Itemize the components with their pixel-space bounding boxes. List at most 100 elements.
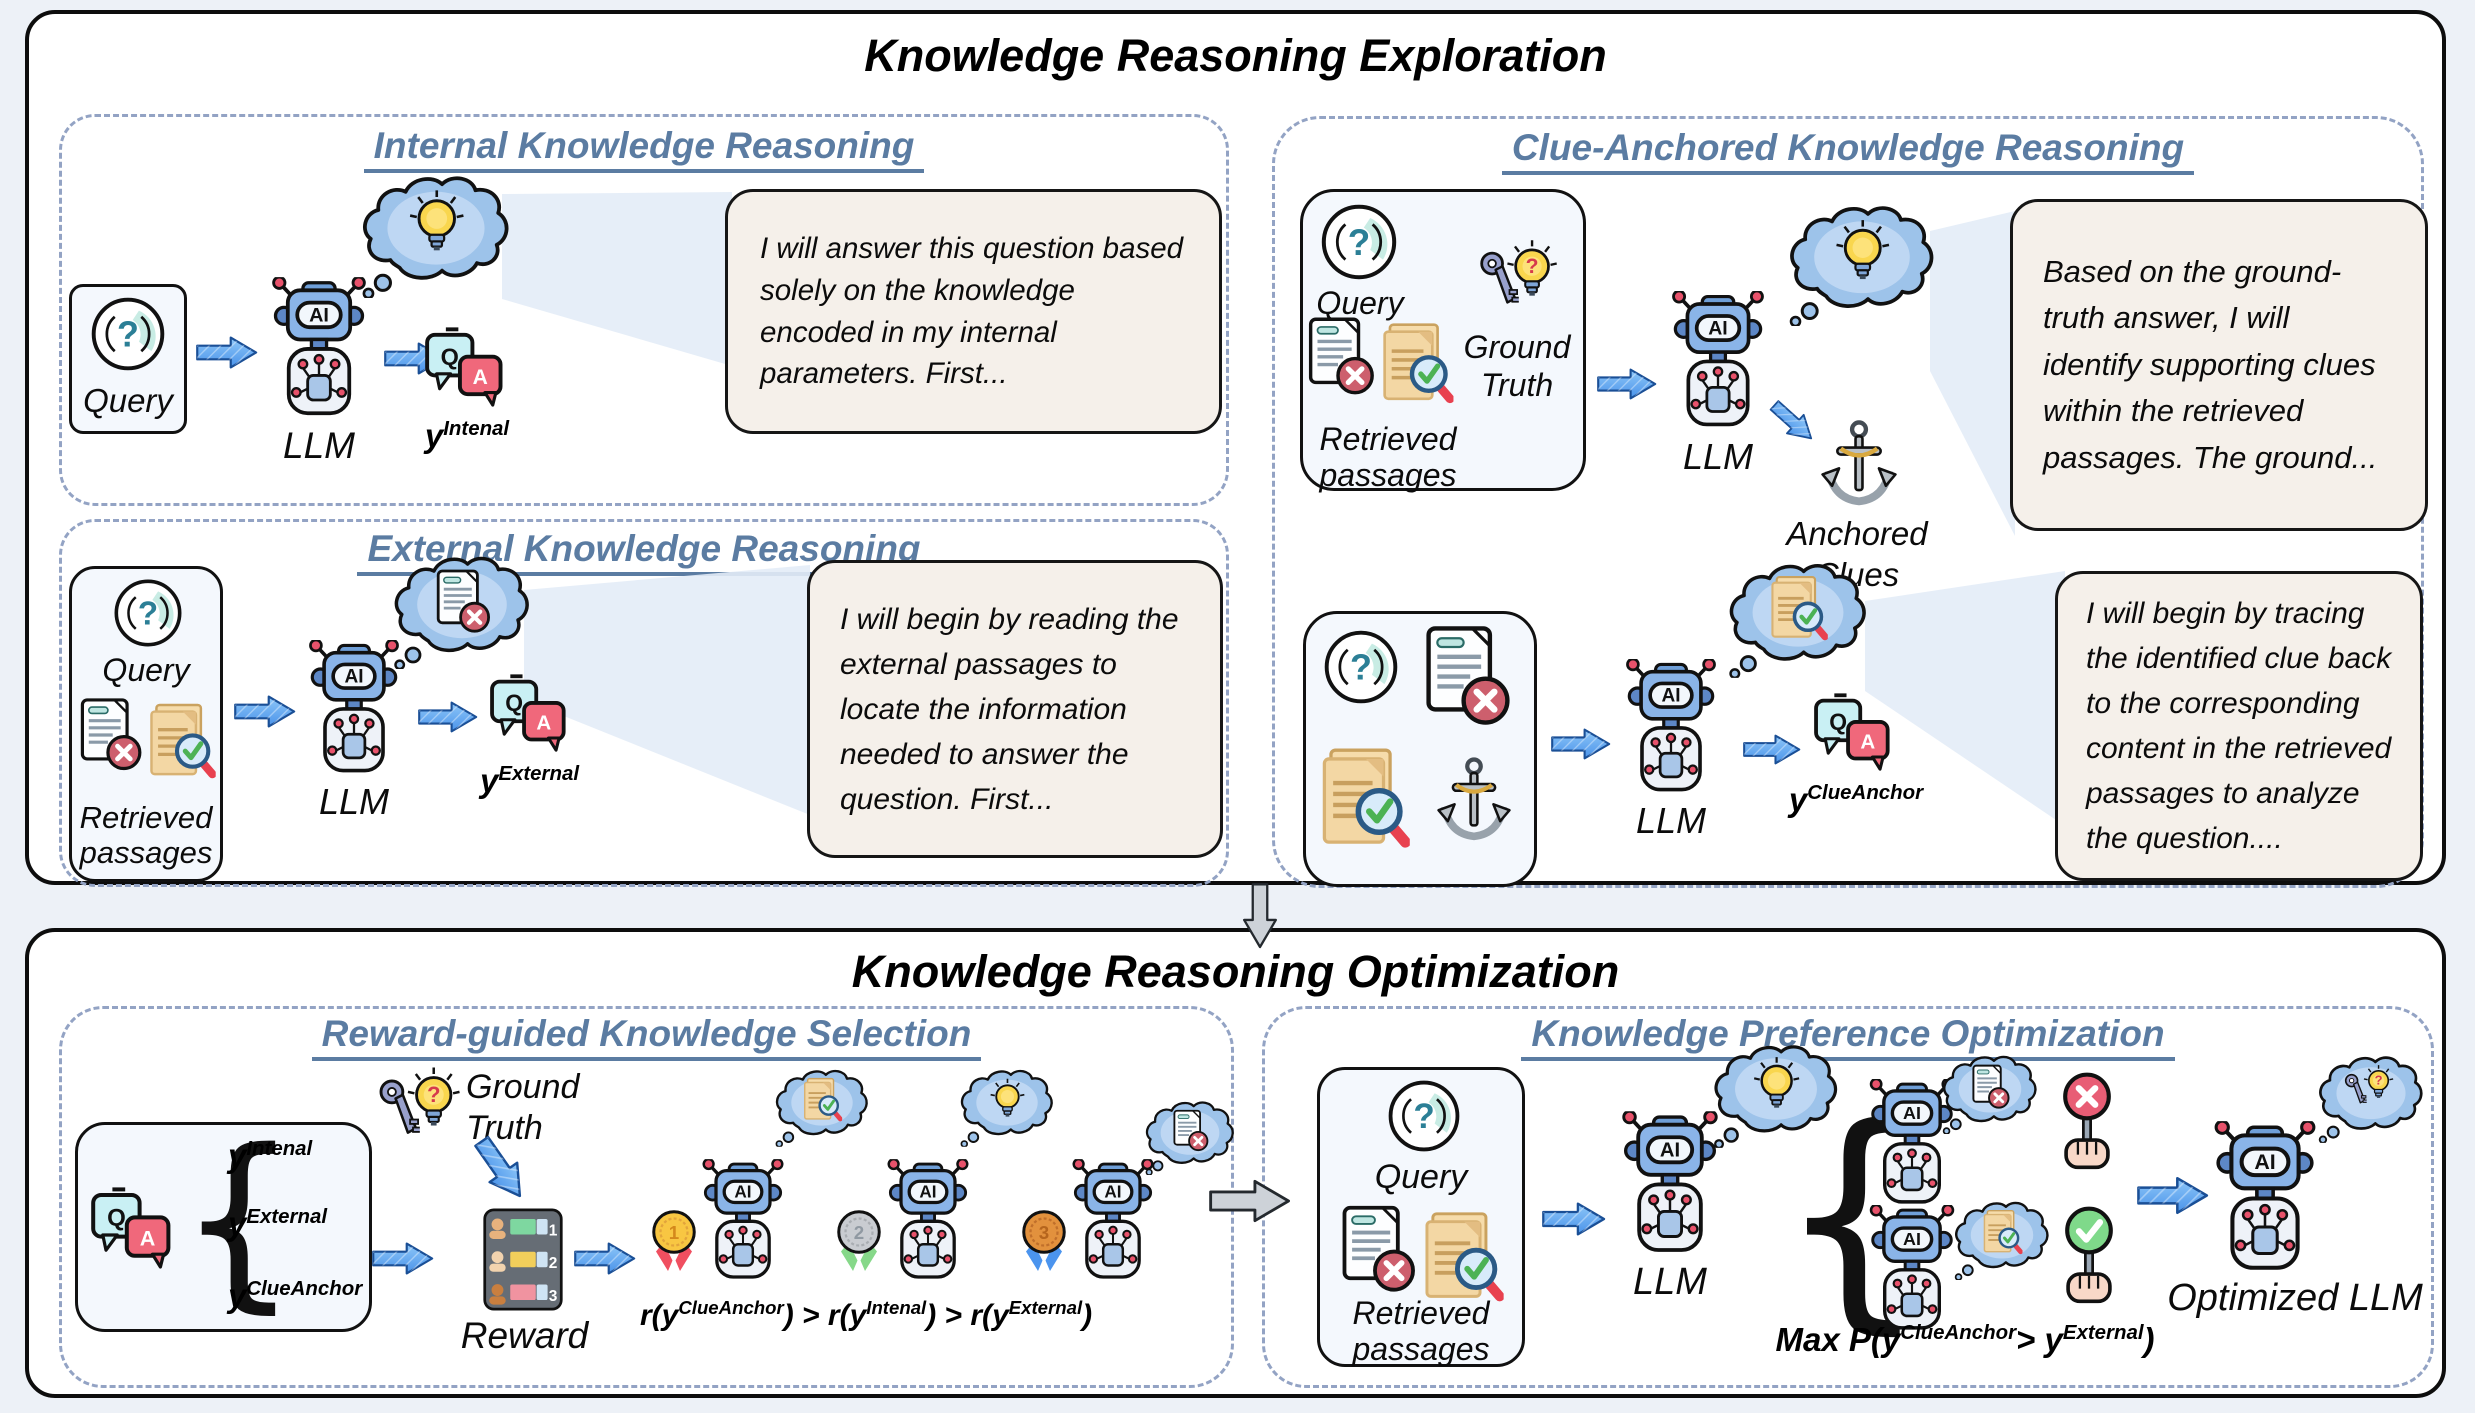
thought-document-x-icon: [392, 550, 532, 669]
flow-arrow-icon: [2137, 1175, 2209, 1216]
thought-beam: [1930, 211, 2015, 536]
document-x-icon: [1424, 624, 1512, 728]
anchor-icon: [1436, 756, 1512, 845]
svg-text:3: 3: [1039, 1222, 1049, 1243]
svg-text:2: 2: [854, 1222, 864, 1243]
svg-text:A: A: [536, 712, 551, 735]
svg-text:1: 1: [669, 1222, 679, 1243]
optimization-section: Knowledge Reasoning Optimization Reward-…: [25, 928, 2446, 1398]
optimized-llm-robot-icon: AI: [2209, 1121, 2321, 1274]
thought-lightbulb-icon: [360, 169, 512, 298]
bronze-medal-icon: 3: [1022, 1210, 1066, 1271]
svg-text:?: ?: [117, 314, 139, 354]
exploration-section: Knowledge Reasoning Exploration Internal…: [25, 10, 2446, 888]
llm-robot-icon: AI: [1068, 1159, 1158, 1282]
query-retrieved-card: ? Query Retrieved passages: [69, 566, 223, 882]
svg-text:?: ?: [2375, 1073, 2383, 1088]
thought-beam: [1865, 571, 2065, 826]
output-external-label: yExternal: [479, 762, 579, 799]
output-internal-label: yIntenal: [228, 1137, 313, 1174]
llm-label: LLM: [1633, 1261, 1707, 1303]
svg-text:AI: AI: [734, 1182, 751, 1202]
thought-document-x-icon: [1144, 1097, 1236, 1175]
section-title-optimization: Knowledge Reasoning Optimization: [851, 946, 1620, 997]
query-label: Query: [83, 382, 173, 419]
qa-bubbles-icon: QA: [424, 327, 506, 409]
qa-bubbles-icon: QA: [90, 1187, 174, 1271]
query-label: Query: [1374, 1158, 1468, 1196]
svg-text:A: A: [473, 366, 488, 389]
flow-arrow-icon: [372, 1241, 434, 1276]
svg-text:?: ?: [1526, 255, 1539, 278]
thought-document-magnifier-icon: [1727, 557, 1869, 678]
query-retrieved-card: ? Query Retrieved passages: [1317, 1067, 1525, 1367]
ground-truth-label: Ground Truth: [1463, 329, 1571, 404]
svg-text:Q: Q: [107, 1204, 126, 1231]
brace: {: [178, 1109, 299, 1330]
svg-text:AI: AI: [1104, 1182, 1121, 1202]
optimized-llm-label: Optimized LLM: [2167, 1277, 2423, 1319]
svg-text:AI: AI: [1708, 318, 1727, 340]
question-circle-icon: ?: [89, 295, 167, 373]
preference-objective-formula: Max P(yClueAnchor> yExternal): [1775, 1321, 2155, 1358]
hand-check-sign-icon: [2065, 1206, 2113, 1305]
svg-text:AI: AI: [1903, 1103, 1921, 1123]
svg-text:AI: AI: [1661, 686, 1680, 707]
clue-identify-speech-bubble: Based on the ground-truth answer, I will…: [2010, 199, 2428, 531]
query-card: ? Query: [69, 284, 187, 434]
panel-clue-anchored-knowledge-reasoning: Clue-Anchored Knowledge Reasoning ? Quer…: [1272, 116, 2428, 888]
panel-knowledge-preference-optimization: Knowledge Preference Optimization ? Quer…: [1262, 1006, 2434, 1388]
llm-robot-icon: AI: [1667, 291, 1769, 430]
reward-leaderboard-icon: 1 2 3: [482, 1207, 564, 1312]
svg-text:AI: AI: [1903, 1229, 1921, 1249]
query-gt-retrieved-card: ? Query ? Ground Truth Retrieved passage…: [1300, 189, 1586, 493]
thought-document-magnifier-icon: [774, 1065, 870, 1147]
flow-arrow-icon: [1542, 1201, 1606, 1237]
llm-robot-icon: AI: [304, 640, 404, 776]
output-external-label: yExternal: [228, 1205, 328, 1242]
svg-text:AI: AI: [1660, 1140, 1680, 1162]
panel-title-internal: Internal Knowledge Reasoning: [62, 125, 1226, 173]
clue-inputs-card: ?: [1303, 611, 1537, 887]
hand-x-sign-icon: [2063, 1072, 2111, 1171]
retrieved-passages-label: Retrieved passages: [1352, 1295, 1490, 1367]
panel-flow-gray-arrow-icon: [1209, 1178, 1291, 1224]
thought-document-x-icon: [1941, 1051, 2039, 1134]
llm-robot-icon: AI: [267, 277, 371, 419]
thought-ground-truth-icon: ?: [2317, 1051, 2425, 1143]
question-circle-icon: ?: [1386, 1078, 1462, 1154]
reward-ranking-formula: r(yClueAnchor) > r(yIntenal) > r(yExtern…: [640, 1297, 1093, 1332]
flow-arrow-icon: [574, 1241, 636, 1276]
gold-medal-icon: 1: [652, 1210, 696, 1271]
llm-robot-icon: AI: [1621, 659, 1721, 795]
qa-bubbles-icon: QA: [1813, 693, 1893, 773]
svg-text:2: 2: [549, 1255, 558, 1272]
output-clueanchor-label: yClueAnchor: [1788, 781, 1924, 818]
question-circle-icon: ?: [112, 577, 184, 649]
svg-text:3: 3: [549, 1288, 558, 1305]
llm-robot-icon: AI: [1617, 1111, 1723, 1256]
thought-beam: [502, 192, 732, 366]
svg-text:AI: AI: [919, 1182, 936, 1202]
svg-text:?: ?: [427, 1082, 441, 1107]
svg-text:Q: Q: [441, 343, 459, 369]
panel-title-preference: Knowledge Preference Optimization: [1265, 1013, 2431, 1061]
svg-text:?: ?: [1350, 647, 1372, 687]
llm-robot-icon: AI: [698, 1159, 788, 1282]
llm-label: LLM: [1682, 436, 1754, 477]
ground-truth-label: Ground Truth: [466, 1068, 580, 1147]
external-reasoning-speech-bubble: I will begin by reading the external pas…: [807, 560, 1223, 858]
llm-label: LLM: [1635, 800, 1707, 841]
flow-arrow-icon: [196, 335, 258, 370]
retrieved-passages-icon: [1307, 314, 1457, 420]
question-circle-icon: ?: [1319, 202, 1399, 282]
output-clueanchor-label: yClueAnchor: [228, 1277, 363, 1314]
llm-label: LLM: [283, 425, 355, 466]
svg-text:AI: AI: [309, 305, 329, 327]
internal-reasoning-speech-bubble: I will answer this question based solely…: [725, 189, 1222, 434]
svg-text:Q: Q: [505, 690, 523, 716]
panel-title-reward: Reward-guided Knowledge Selection: [62, 1013, 1231, 1061]
